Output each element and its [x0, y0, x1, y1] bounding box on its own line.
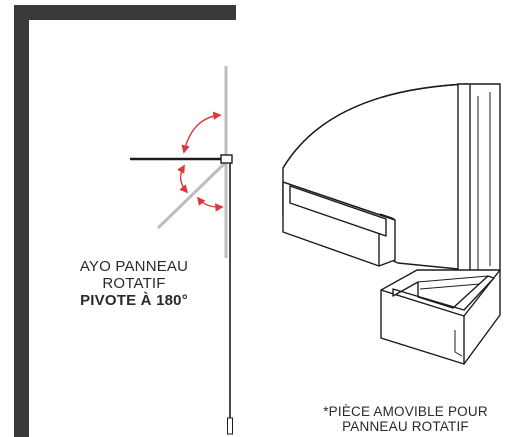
detail-panel — [457, 83, 501, 283]
rotation-arrow-middle — [177, 164, 189, 194]
removable-piece-note: *PIÈCE AMOVIBLE POUR PANNEAU ROTATIF — [300, 404, 511, 434]
caption-line-1: AYO PANNEAU — [79, 258, 189, 275]
rotation-arrow-lower — [196, 196, 224, 212]
panel-position-diagonal — [156, 160, 228, 230]
note-line-2: PANNEAU ROTATIF — [342, 419, 469, 434]
top-wall — [14, 5, 236, 20]
caption-line-2: ROTATIF — [102, 275, 166, 292]
fixed-panel — [227, 162, 233, 435]
pivot-caption: AYO PANNEAU ROTATIF PIVOTE À 180° — [40, 258, 228, 309]
left-wall — [14, 5, 29, 437]
caption-line-3: PIVOTE À 180° — [80, 292, 188, 309]
rotation-arrows — [177, 111, 224, 212]
floor-plan-walls — [14, 5, 236, 437]
note-line-1: *PIÈCE AMOVIBLE POUR — [323, 404, 488, 419]
pivot-detail-illustration — [282, 83, 501, 365]
pivot-hinge — [220, 154, 233, 164]
rotation-arrow-upper — [181, 111, 222, 154]
rotating-panel-positions — [130, 66, 233, 258]
